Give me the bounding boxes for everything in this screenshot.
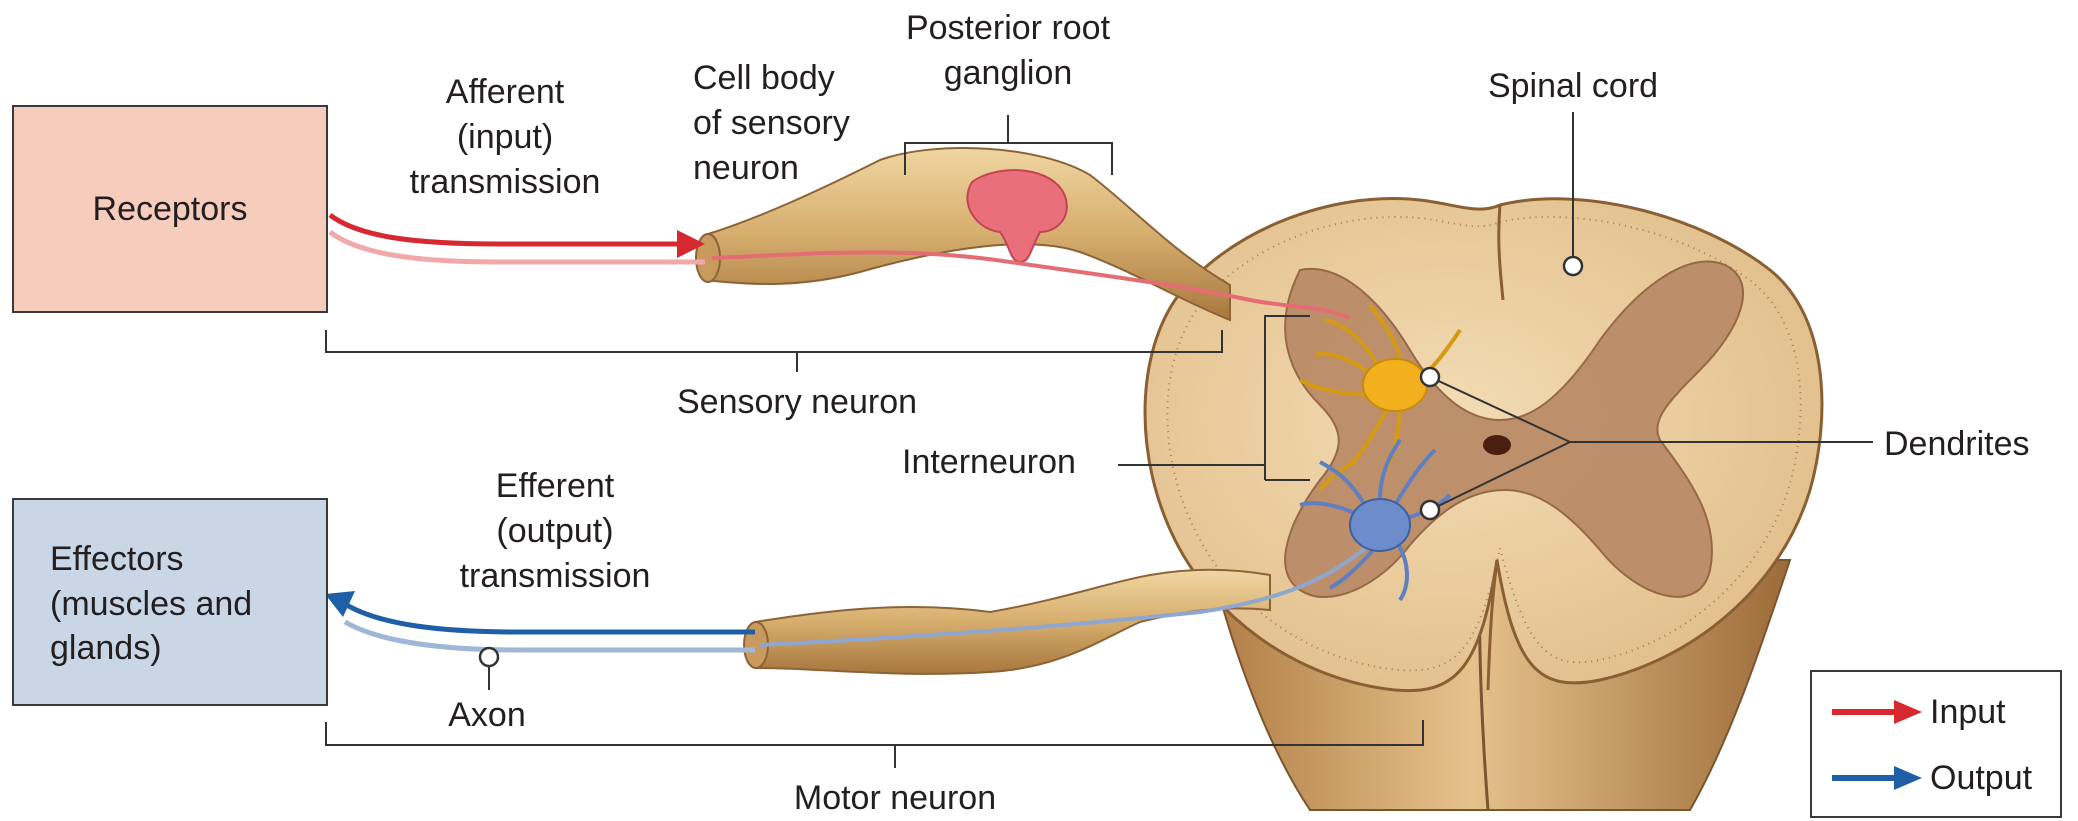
cell-body-of-sensory-neuron <box>967 170 1067 262</box>
ventral-root <box>755 570 1270 674</box>
output-arrow-icon <box>1832 763 1924 793</box>
motor-neuron-soma <box>1350 499 1410 551</box>
input-arrow-icon <box>1832 697 1924 727</box>
legend-input-label: Input <box>1930 693 2006 732</box>
interneuron-label: Interneuron <box>902 440 1076 485</box>
efferent-label: Efferent (output) transmission <box>460 464 651 599</box>
receptors-box: Receptors <box>12 105 328 313</box>
dendrites-label: Dendrites <box>1884 422 2030 467</box>
effectors-box: Effectors (muscles and glands) <box>12 498 328 706</box>
posterior-root-ganglion-label: Posterior root ganglion <box>906 6 1110 96</box>
spinal-cord-label: Spinal cord <box>1488 64 1658 109</box>
afferent-label: Afferent (input) transmission <box>410 70 601 205</box>
dendrite-dot-lower <box>1421 501 1439 519</box>
efferent-arrow-shaft <box>345 604 755 632</box>
interneuron-soma <box>1363 359 1427 411</box>
cell-body-label: Cell body of sensory neuron <box>693 56 850 191</box>
receptors-label: Receptors <box>93 187 248 232</box>
legend-output: Output <box>1832 758 2032 798</box>
dendrite-dot-upper <box>1421 368 1439 386</box>
axon-dot <box>480 648 498 666</box>
legend-output-label: Output <box>1930 759 2032 798</box>
spinal-cord-dot <box>1564 257 1582 275</box>
legend: Input Output <box>1810 670 2062 818</box>
effectors-label: Effectors (muscles and glands) <box>50 537 252 672</box>
central-canal <box>1483 435 1511 455</box>
efferent-arrow-head <box>325 591 355 617</box>
legend-input: Input <box>1832 692 2006 732</box>
afferent-arrow-shaft <box>330 215 700 244</box>
sensory-neuron-label: Sensory neuron <box>677 380 917 425</box>
motor-neuron-label: Motor neuron <box>794 776 996 821</box>
axon-label: Axon <box>448 693 526 738</box>
